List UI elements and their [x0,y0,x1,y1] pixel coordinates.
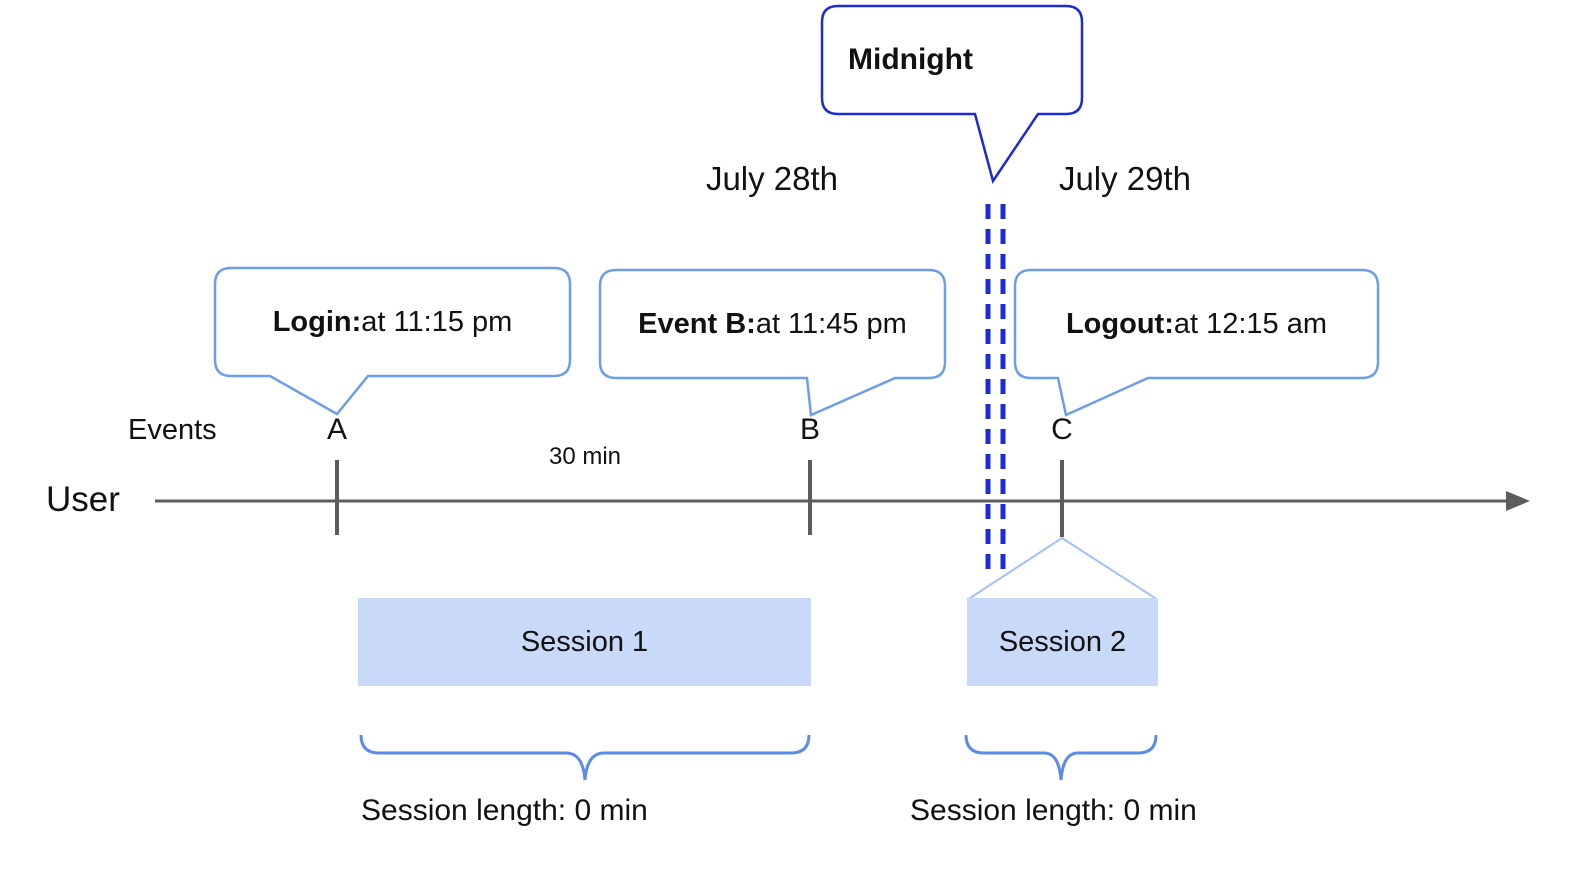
timeline-arrowhead [1506,491,1530,511]
session-2-box: Session 2 [967,598,1158,686]
event-marker-a: A [326,413,347,446]
event-b-callout-bold: Event B: [638,307,756,340]
user-axis-label: User [46,480,120,519]
logout-callout-time: at 12:15 am [1173,307,1328,340]
event-b-callout-time: at 11:45 pm [755,307,907,340]
session1-brace [359,734,811,781]
session2-connector [966,536,1159,601]
session-1-box: Session 1 [358,598,811,686]
session-1-label: Session 1 [520,625,649,658]
event-marker-c: C [1051,413,1073,446]
session-1-length-label: Session length: 0 min [361,794,648,827]
interval-label: 30 min [548,443,622,470]
midnight-callout-label: Midnight [848,43,973,76]
event-b-callout-bubble [598,268,947,417]
date-label-july-29: July 29th [1058,160,1192,197]
logout-callout-text: Logout: at 12:15 am [1015,270,1378,378]
session-2-label: Session 2 [998,625,1127,658]
logout-callout-bold: Logout: [1065,307,1174,340]
event-b-callout-text: Event B: at 11:45 pm [600,270,945,378]
login-callout-bubble [213,266,572,416]
login-callout-time: at 11:15 pm [361,305,513,338]
login-callout-text: Login: at 11:15 pm [215,268,570,376]
session2-brace [964,734,1158,781]
date-label-july-28: July 28th [705,160,839,197]
midnight-callout-bubble [820,4,1084,184]
event-marker-b: B [799,413,820,446]
login-callout-bold: Login: [272,305,362,338]
session-2-length-label: Session length: 0 min [910,794,1197,827]
logout-callout-bubble [1013,268,1380,417]
events-axis-label: Events [128,414,217,446]
